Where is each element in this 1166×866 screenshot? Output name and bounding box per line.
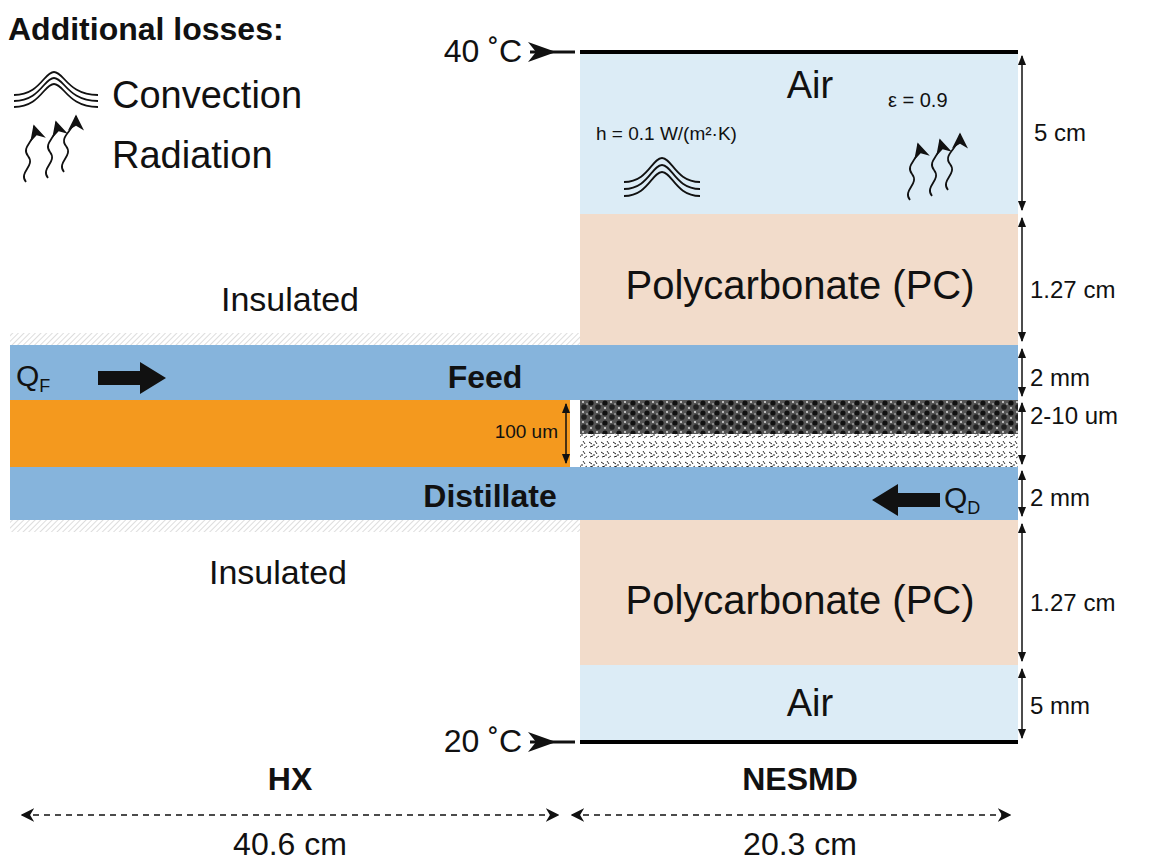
legend-text: Convection <box>112 75 302 117</box>
temperature-label: 40 ˚C <box>444 34 522 69</box>
legend-text: Radiation <box>112 135 273 177</box>
insulation-label: Insulated <box>209 554 347 591</box>
flow-label: QF <box>16 359 50 396</box>
dimension-label: 20.3 cm <box>743 827 857 862</box>
coefficient-label: h = 0.1 W/(m²·K) <box>596 124 737 145</box>
layer-name: Feed <box>448 360 523 395</box>
layer-name: Distillate <box>423 479 556 514</box>
dimension-label: 5 cm <box>1034 120 1086 146</box>
layer-name: Air <box>787 65 833 107</box>
dimension-label: 2 mm <box>1030 365 1090 391</box>
dimension-label: 5 mm <box>1030 693 1090 719</box>
dimension-label: 1.27 cm <box>1030 590 1115 616</box>
emissivity-label: ε = 0.9 <box>888 89 948 111</box>
layer-name: Air <box>787 683 833 725</box>
section-label: NESMD <box>742 762 858 797</box>
air-layer: Air <box>580 665 1018 742</box>
temperature-label: 20 ˚C <box>444 724 522 759</box>
dimension-label: 100 um <box>495 422 558 443</box>
distillate-channel: Distillate <box>10 467 1018 520</box>
dimension-label: 1.27 cm <box>1030 277 1115 303</box>
legend-title: Additional losses: <box>8 12 284 47</box>
dimension-label: 40.6 cm <box>233 827 347 862</box>
dimension-label: 2-10 um <box>1030 403 1118 429</box>
layer-name: Polycarbonate (PC) <box>625 578 974 622</box>
feed-channel: Feed <box>10 345 1018 400</box>
section-label: HX <box>268 762 312 797</box>
polycarbonate-layer: Polycarbonate (PC) <box>580 214 1018 345</box>
dimension-label: 2 mm <box>1030 485 1090 511</box>
polycarbonate-layer: Polycarbonate (PC) <box>580 520 1018 665</box>
insulation-label: Insulated <box>221 281 359 318</box>
flow-label: QD <box>944 481 980 518</box>
layer-name: Polycarbonate (PC) <box>625 263 974 307</box>
